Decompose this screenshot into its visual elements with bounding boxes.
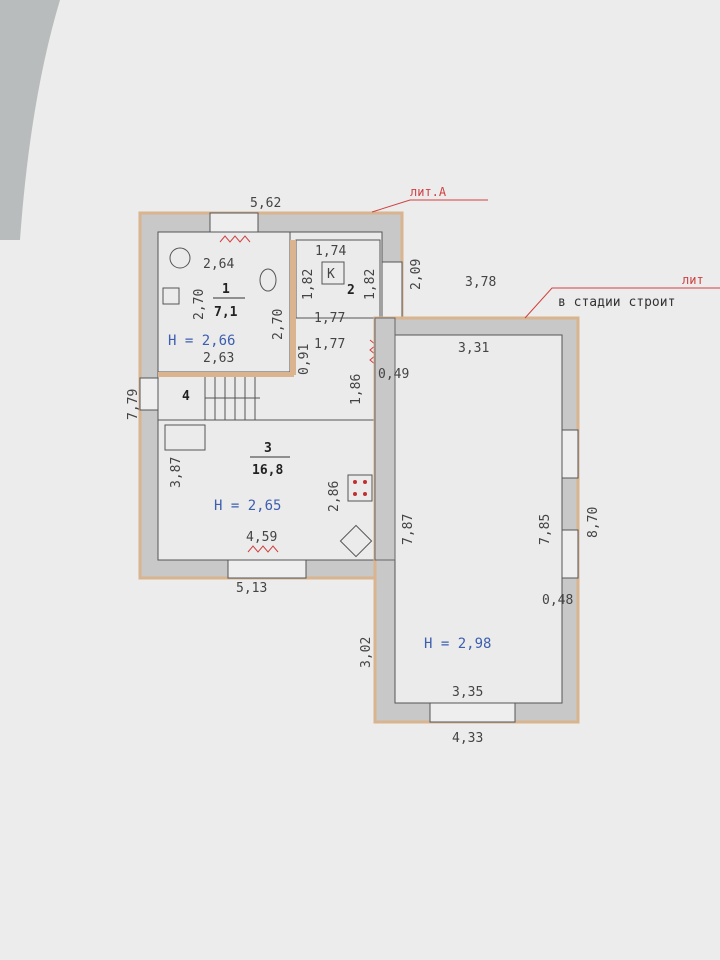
window <box>561 429 579 479</box>
window <box>209 212 259 233</box>
room-2 <box>295 239 381 319</box>
dim-r2-out: 2,09 <box>409 259 424 290</box>
dim-r3-bottom: 4,59 <box>246 530 277 545</box>
window <box>561 529 579 579</box>
dim-r2-right: 1,82 <box>363 269 378 300</box>
dim-wall: 0,49 <box>378 367 409 382</box>
radiator-icon <box>219 235 251 243</box>
dim-r1-top: 2,64 <box>203 257 234 272</box>
toilet-icon <box>259 268 277 292</box>
dim-ext-left: 3,02 <box>359 637 374 668</box>
page-edge <box>0 0 60 240</box>
kitchen-sink-icon <box>339 524 373 558</box>
house-lit-a <box>138 211 404 580</box>
room-4-number: 4 <box>182 389 190 404</box>
sink-icon <box>162 287 180 305</box>
extension <box>373 316 580 724</box>
stairs <box>158 377 382 451</box>
dim-r2-left: 1,82 <box>301 269 316 300</box>
construction-note: в стадии строит <box>558 295 675 310</box>
boiler-box-icon <box>321 261 345 285</box>
extension-height: H = 2,98 <box>424 636 491 652</box>
dim-r2-bottom: 1,77 <box>314 311 345 326</box>
room-1-height: H = 2,66 <box>168 333 235 349</box>
dim-r2-top: 1,74 <box>315 244 346 259</box>
dim-left: 7,79 <box>126 389 141 420</box>
dim-r1-right: 2,70 <box>271 309 286 340</box>
boiler-icon <box>169 247 191 269</box>
stove-icon <box>347 474 373 502</box>
dim-corridor-a: 0,91 <box>297 344 312 375</box>
dim-r1-left: 2,70 <box>192 289 207 320</box>
dim-ext-right-out: 8,70 <box>586 507 601 538</box>
dim-corridor-width: 1,77 <box>314 337 345 352</box>
window <box>227 559 307 579</box>
dim-r3-right: 2,86 <box>327 481 342 512</box>
radiator-icon <box>247 545 279 553</box>
dim-mid: 7,87 <box>401 514 416 545</box>
room-3-number: 3 <box>264 441 272 456</box>
dim-corridor-height: 1,86 <box>349 374 364 405</box>
window <box>139 377 159 411</box>
leader-line <box>371 199 488 213</box>
dim-ext-wall: 0,48 <box>542 593 573 608</box>
room-3-height: H = 2,65 <box>214 498 281 514</box>
lit-a-label: лит.А <box>410 185 447 199</box>
lit-b-label: лит <box>682 273 704 287</box>
dim-ext-bottom-in: 3,35 <box>452 685 483 700</box>
dim-ext-top-out: 3,78 <box>465 275 496 290</box>
dim-bottom: 5,13 <box>236 581 267 596</box>
dim-r1-bottom: 2,63 <box>203 351 234 366</box>
room-2-number: 2 <box>347 283 355 298</box>
dim-r3-left: 3,87 <box>169 457 184 488</box>
room-3-area: 16,8 <box>252 463 283 478</box>
dim-ext-top-in: 3,31 <box>458 341 489 356</box>
room-1-number: 1 <box>222 282 230 297</box>
room-2-symbol: K <box>327 267 335 282</box>
window <box>381 261 403 318</box>
window <box>429 702 516 723</box>
room-1-area: 7,1 <box>214 305 238 320</box>
dim-ext-right-in: 7,85 <box>538 514 553 545</box>
leader-line <box>524 287 720 319</box>
dim-top: 5,62 <box>250 196 281 211</box>
dim-ext-bottom-out: 4,33 <box>452 731 483 746</box>
